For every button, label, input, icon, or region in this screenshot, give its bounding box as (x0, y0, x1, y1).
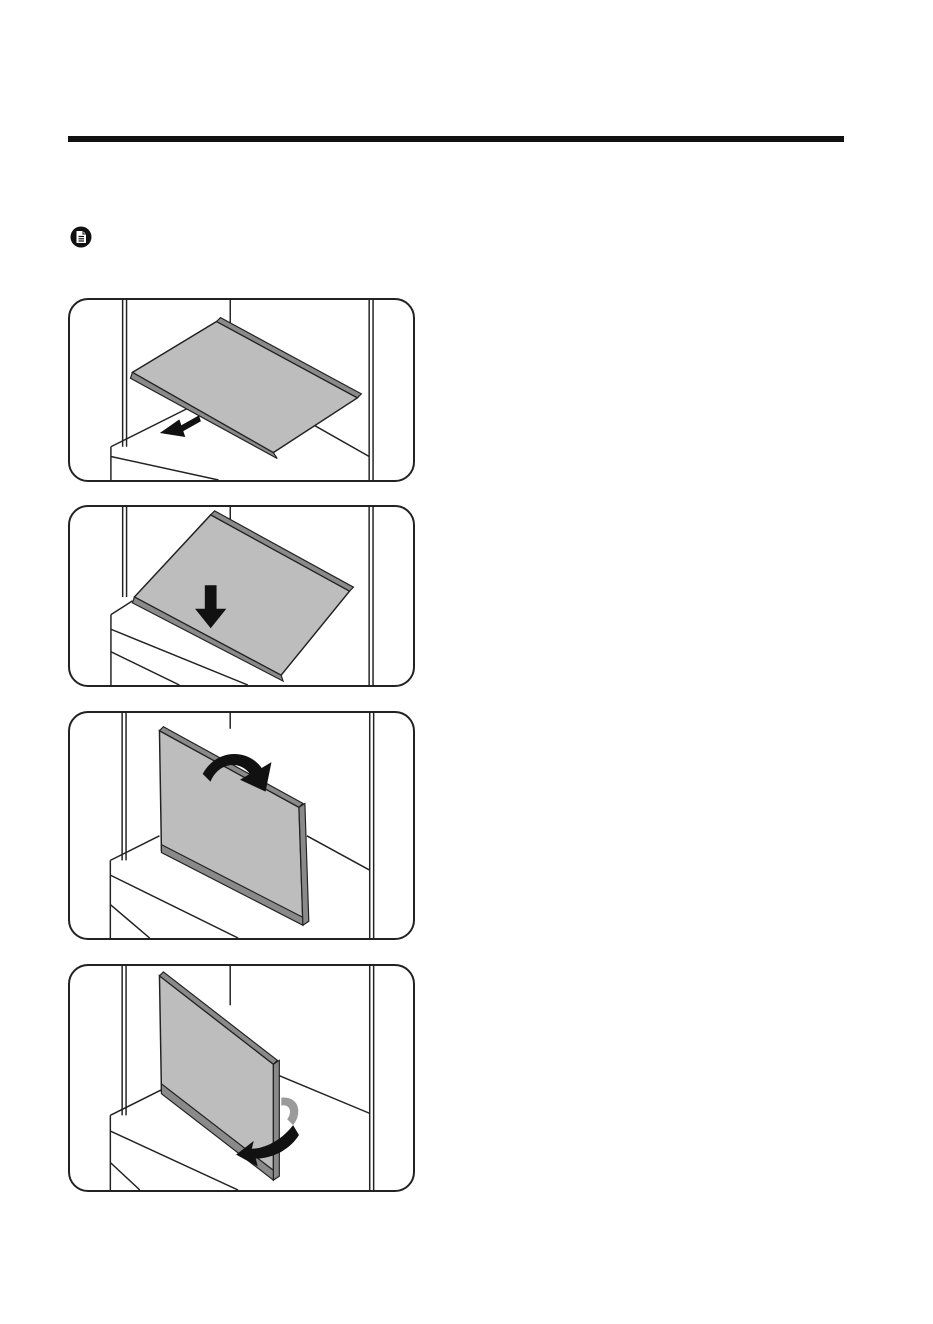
note-icon (70, 226, 92, 248)
rotate-arrow-back (281, 1097, 298, 1125)
step-2-drawing (70, 507, 413, 685)
shelf-panel (159, 976, 273, 1178)
step-2-illustration (68, 505, 415, 687)
step-1-illustration (68, 298, 415, 482)
step-4-illustration (68, 964, 415, 1192)
step-4-drawing (70, 966, 413, 1190)
header-rule (68, 136, 844, 142)
step-3-illustration (68, 711, 415, 940)
step-1-drawing (70, 300, 413, 480)
step-3-drawing (70, 713, 413, 938)
